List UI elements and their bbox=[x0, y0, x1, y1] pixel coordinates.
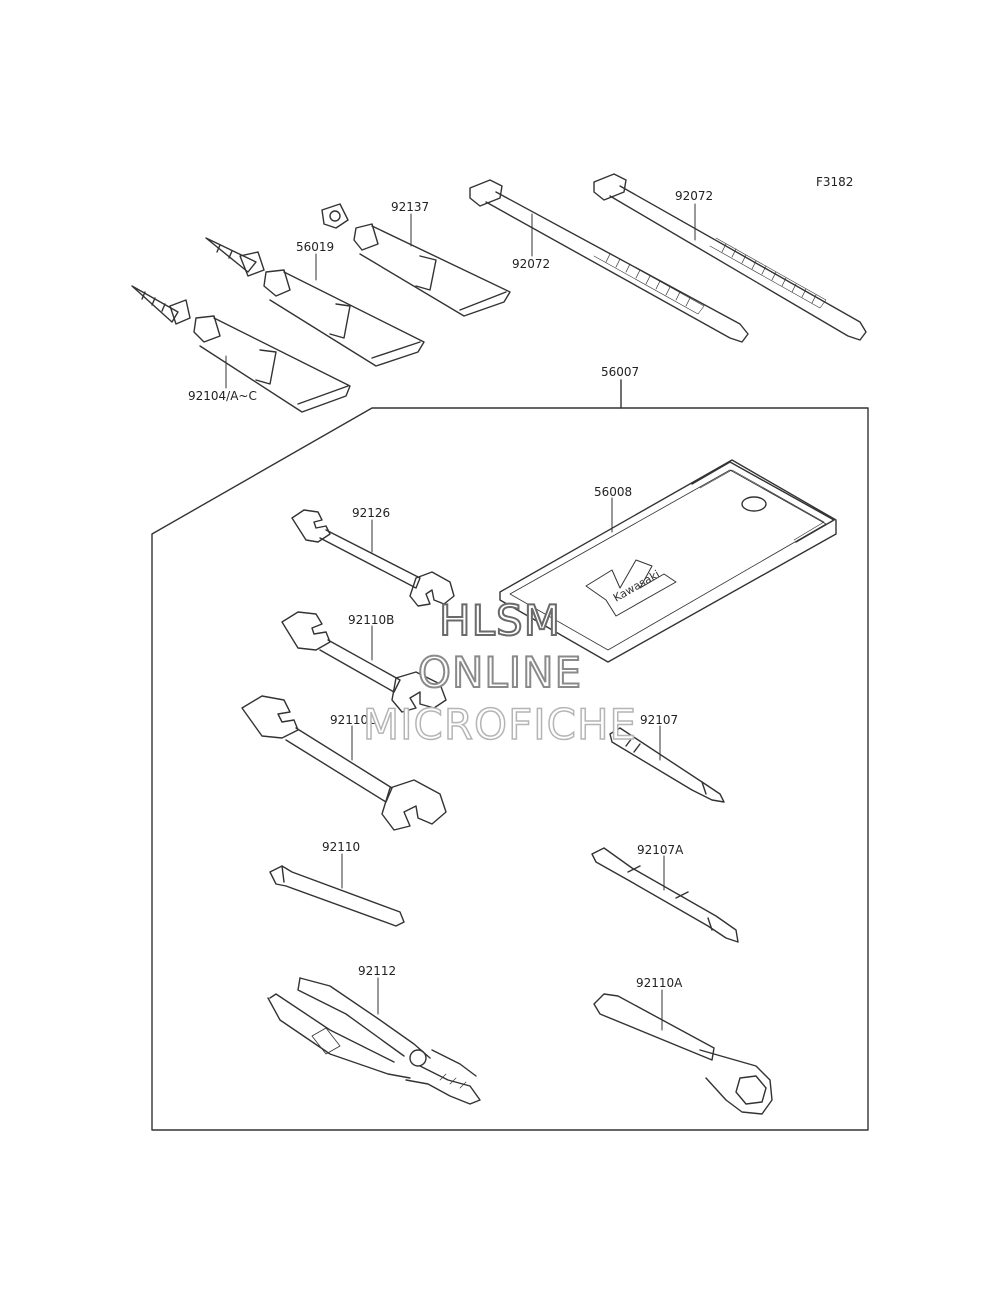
label-92072-right: 92072 bbox=[675, 189, 713, 203]
grease-tube-92137 bbox=[321, 203, 511, 317]
cable-tie-92072-left bbox=[469, 179, 749, 343]
label-92110A: 92110A bbox=[636, 976, 683, 990]
label-92072-left: 92072 bbox=[512, 257, 550, 271]
label-92110C: 92110C bbox=[330, 713, 377, 727]
hex-key-92110 bbox=[269, 865, 405, 927]
label-56008: 56008 bbox=[594, 485, 632, 499]
screwdriver-92107 bbox=[609, 727, 725, 803]
label-92126: 92126 bbox=[352, 506, 390, 520]
grease-tube-56019 bbox=[205, 237, 425, 367]
label-92110: 92110 bbox=[322, 840, 360, 854]
tool-bag-56008: Kawasaki bbox=[499, 459, 837, 663]
label-92112: 92112 bbox=[358, 964, 396, 978]
wrench-92110C bbox=[241, 695, 447, 831]
cable-tie-92072-right bbox=[593, 173, 867, 341]
label-92104: 92104/A~C bbox=[188, 389, 257, 403]
screwdriver-92107A bbox=[591, 847, 739, 943]
label-56019: 56019 bbox=[296, 240, 334, 254]
grease-tube-92104 bbox=[131, 285, 351, 413]
label-92107A: 92107A bbox=[637, 843, 684, 857]
leader-lines bbox=[225, 203, 696, 1031]
pliers-92112 bbox=[267, 977, 481, 1105]
tool-kit-outline bbox=[151, 407, 869, 1131]
label-92107: 92107 bbox=[640, 713, 678, 727]
wrench-92110B bbox=[281, 611, 447, 713]
label-92137: 92137 bbox=[391, 200, 429, 214]
plug-wrench-92110A bbox=[593, 993, 773, 1115]
label-56007: 56007 bbox=[601, 365, 639, 379]
wrench-92126 bbox=[291, 509, 455, 607]
label-92110B: 92110B bbox=[348, 613, 394, 627]
figure-code: F3182 bbox=[816, 175, 853, 189]
